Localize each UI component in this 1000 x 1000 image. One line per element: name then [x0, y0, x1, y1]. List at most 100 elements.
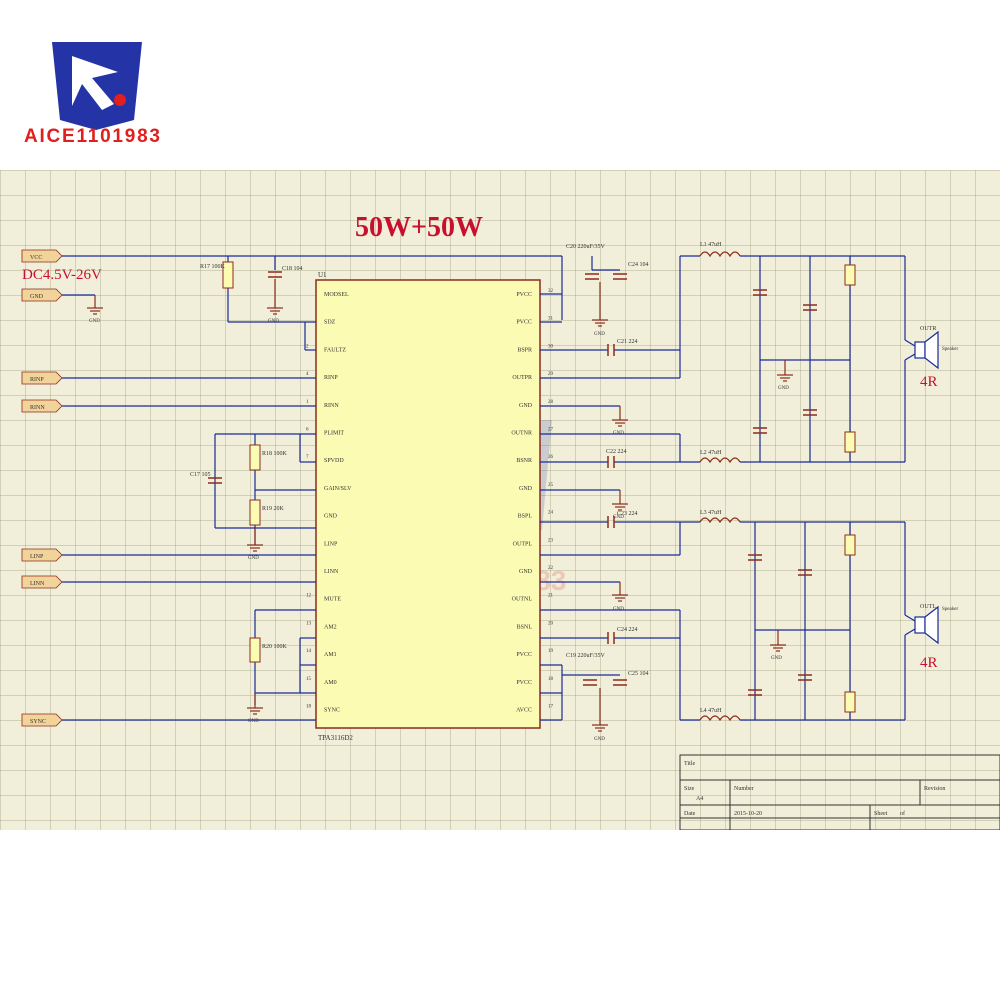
label-c24: C24 104 — [628, 262, 649, 268]
svg-text:GND: GND — [594, 332, 605, 337]
port-rinn-label: RINN — [30, 405, 45, 411]
ic-pin-name: RINP — [324, 375, 338, 381]
ic-pin-name: SYNC — [324, 708, 340, 714]
ic-pin-number: 32 — [548, 289, 554, 294]
ic-pin-name: GND — [519, 403, 533, 409]
ic-designator: U1 — [318, 271, 327, 279]
ic-pin-name: GND — [519, 486, 533, 492]
ic-pin-number: 4 — [306, 372, 309, 377]
wire-spk-l-b — [904, 628, 916, 636]
ic-pin-number: 7 — [306, 455, 309, 460]
ic-pin-number: 21 — [548, 594, 554, 599]
brand-logo: AICE1101983 — [24, 42, 160, 147]
ic-pin-number: 27 — [548, 428, 554, 433]
speaker-left-icon — [914, 616, 926, 634]
ic-pin-number: 18 — [306, 705, 312, 710]
label-l3: L3 47uH — [700, 510, 722, 516]
speaker-right-icon — [914, 341, 926, 359]
ic-pin-number: 20 — [548, 621, 554, 626]
ic-pin-number: 23 — [548, 538, 554, 543]
wire-spk-r-a — [904, 339, 916, 347]
ic-pin-name: MODSEL — [324, 292, 349, 298]
title-block-of-label: of — [900, 810, 905, 817]
label-c19: C19 220uF/35V — [566, 653, 606, 659]
label-c18: C18 104 — [282, 266, 303, 272]
port-rinn — [21, 399, 63, 413]
ic-pin-name: AM1 — [324, 652, 337, 658]
label-l2: L2 47uH — [700, 450, 722, 456]
ic-pin-name: AVCC — [516, 708, 532, 714]
ground-symbol: GND — [247, 528, 263, 561]
resistor-r24 — [844, 691, 856, 713]
speaker-left-cone-icon — [924, 605, 939, 645]
port-gnd — [21, 288, 63, 302]
resistor-r23 — [844, 431, 856, 453]
ic-pin-name: SDZ — [324, 320, 336, 326]
port-linn-label: LINN — [30, 581, 45, 587]
port-linn — [21, 575, 63, 589]
ic-pin-name: GND — [324, 514, 338, 520]
ground-symbol: GND — [770, 630, 786, 661]
ic-pin-name: BSPR — [517, 347, 532, 353]
title-block-date-value: 2015-10-20 — [734, 811, 762, 817]
label-l1: L1 47uH — [700, 242, 722, 248]
ic-pin-number: 13 — [306, 621, 312, 626]
inductor-l3 — [699, 517, 741, 524]
ic-pin-name: BSNL — [517, 624, 533, 630]
resistor-r21 — [844, 264, 856, 286]
ic-pin-name: PLIMIT — [324, 431, 344, 437]
label-c17: C17 105 — [190, 472, 211, 478]
ic-pin-number: 1 — [306, 400, 309, 405]
port-sync-label: SYNC — [30, 719, 46, 725]
speaker-left-word: Speaker — [942, 607, 958, 612]
ic-pin-name: LINN — [324, 569, 339, 575]
ic-part-number: TPA3116D2 — [318, 734, 353, 742]
ic-left-pins: MODSELSDZFAULTZ2RINP4RINN1PLIMIT6SPVDD7G… — [306, 292, 352, 714]
ic-pin-name: PVCC — [516, 652, 532, 658]
label-r20: R20 100K — [262, 644, 288, 650]
ic-pin-number: 6 — [306, 428, 309, 433]
resistor-r17 — [222, 261, 234, 289]
title-block-sheet-label: Sheet — [874, 811, 888, 817]
ic-pin-number: 28 — [548, 400, 554, 405]
ic-pin-name: MUTE — [324, 597, 341, 603]
ground-symbol: GND — [777, 360, 793, 391]
title-block: Title Size A4 Number Revision Date 2015-… — [679, 754, 1000, 831]
ground-symbol: GND — [592, 688, 608, 742]
ic-pin-name: AM0 — [324, 680, 337, 686]
label-c25: C25 104 — [628, 671, 649, 677]
ic-pin-name: SPVDD — [324, 458, 344, 464]
ic-pin-name: AM2 — [324, 624, 337, 630]
title-block-frame — [679, 754, 1000, 831]
ic-pin-number: 17 — [548, 705, 554, 710]
title-block-title-label: Title — [684, 761, 695, 767]
ic-pin-name: OUTNL — [512, 597, 533, 603]
label-r19: R19 20K — [262, 506, 285, 512]
svg-text:GND: GND — [771, 656, 782, 661]
ic-pin-name: FAULTZ — [324, 347, 346, 353]
ic-pin-number: 2 — [306, 344, 309, 349]
speaker-right-impedance: 4R — [920, 374, 938, 390]
speaker-left-name: OUTL — [920, 604, 936, 610]
svg-text:GND: GND — [268, 319, 279, 324]
label-c20: C20 220uF/35V — [566, 244, 606, 250]
ic-pin-number: 29 — [548, 372, 554, 377]
ic-pin-number: 15 — [306, 677, 312, 682]
label-c24b: C24 224 — [617, 627, 638, 633]
label-c22: C22 224 — [606, 449, 627, 455]
ic-pin-name: OUTPR — [512, 375, 532, 381]
ic-body — [315, 279, 541, 729]
ic-pin-number: 24 — [548, 511, 554, 516]
port-vcc-label: VCC — [30, 255, 42, 261]
ic-right-pins: PVCC32PVCC31BSPR30OUTPR29GND28OUTNR27BSN… — [511, 289, 553, 714]
ic-pin-number: 31 — [548, 317, 554, 322]
svg-text:GND: GND — [778, 386, 789, 391]
inductor-l2 — [699, 457, 741, 464]
ground-symbol: GND — [592, 282, 608, 337]
ic-pin-name: GAIN/SLV — [324, 486, 352, 492]
label-r17: R17 100K — [200, 264, 226, 270]
port-vcc — [21, 249, 63, 263]
ic-pin-number: 18 — [548, 677, 554, 682]
ic-pin-name: BSNR — [516, 458, 532, 464]
port-gnd-label: GND — [30, 294, 44, 300]
